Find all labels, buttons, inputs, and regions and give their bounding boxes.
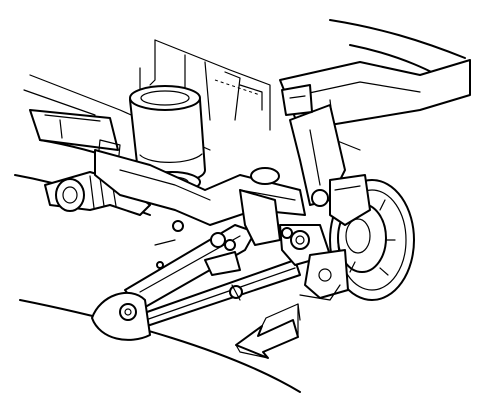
mount-bracket	[139, 39, 271, 131]
direction-arrow-icon	[235, 303, 301, 359]
wheel-hub-icon	[299, 174, 415, 301]
lower-link-arm	[91, 224, 301, 341]
fasteners	[154, 220, 293, 269]
